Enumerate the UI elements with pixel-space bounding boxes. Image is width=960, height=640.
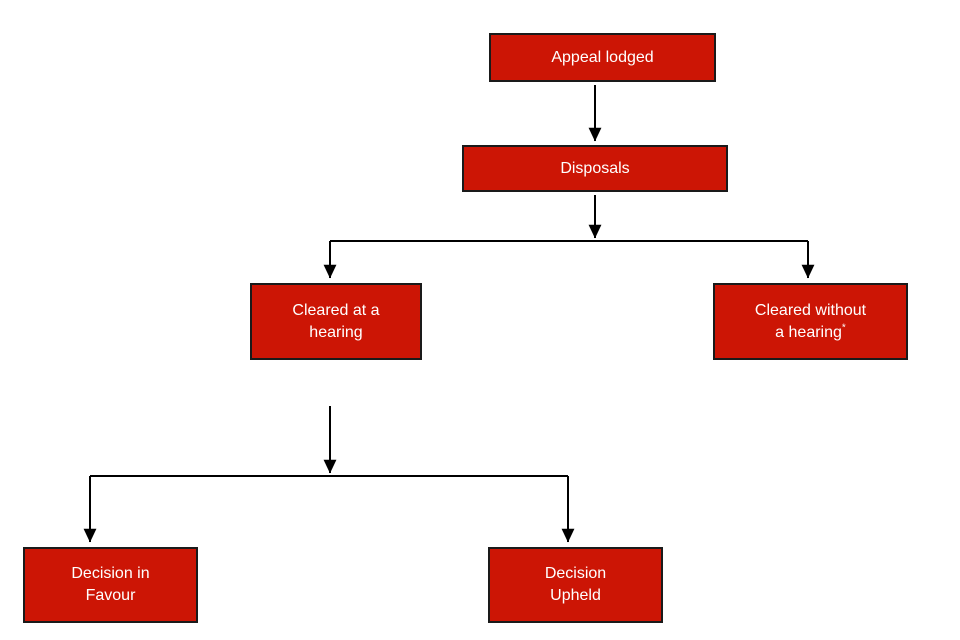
node-decision-in-favour: Decision in Favour [23, 547, 198, 623]
node-cleared-at-hearing: Cleared at a hearing [250, 283, 422, 360]
node-cleared-without-hearing-text: Cleared without a hearing [754, 301, 867, 341]
node-cleared-at-hearing-label: Cleared at a hearing [292, 301, 380, 341]
node-decision-in-favour-label: Decision in Favour [71, 565, 150, 604]
node-decision-upheld-label: Decision Upheld [544, 565, 607, 604]
node-cleared-without-hearing: Cleared without a hearing* [713, 283, 908, 360]
node-appeal-lodged-label: Appeal lodged [551, 48, 654, 66]
node-decision-upheld: Decision Upheld [488, 547, 663, 623]
node-cleared-without-hearing-label: Cleared without a hearing* [755, 300, 866, 344]
node-appeal-lodged: Appeal lodged [489, 33, 716, 82]
node-disposals-label: Disposals [560, 159, 630, 177]
footnote-asterisk: * [841, 322, 846, 334]
node-disposals: Disposals [462, 145, 728, 192]
